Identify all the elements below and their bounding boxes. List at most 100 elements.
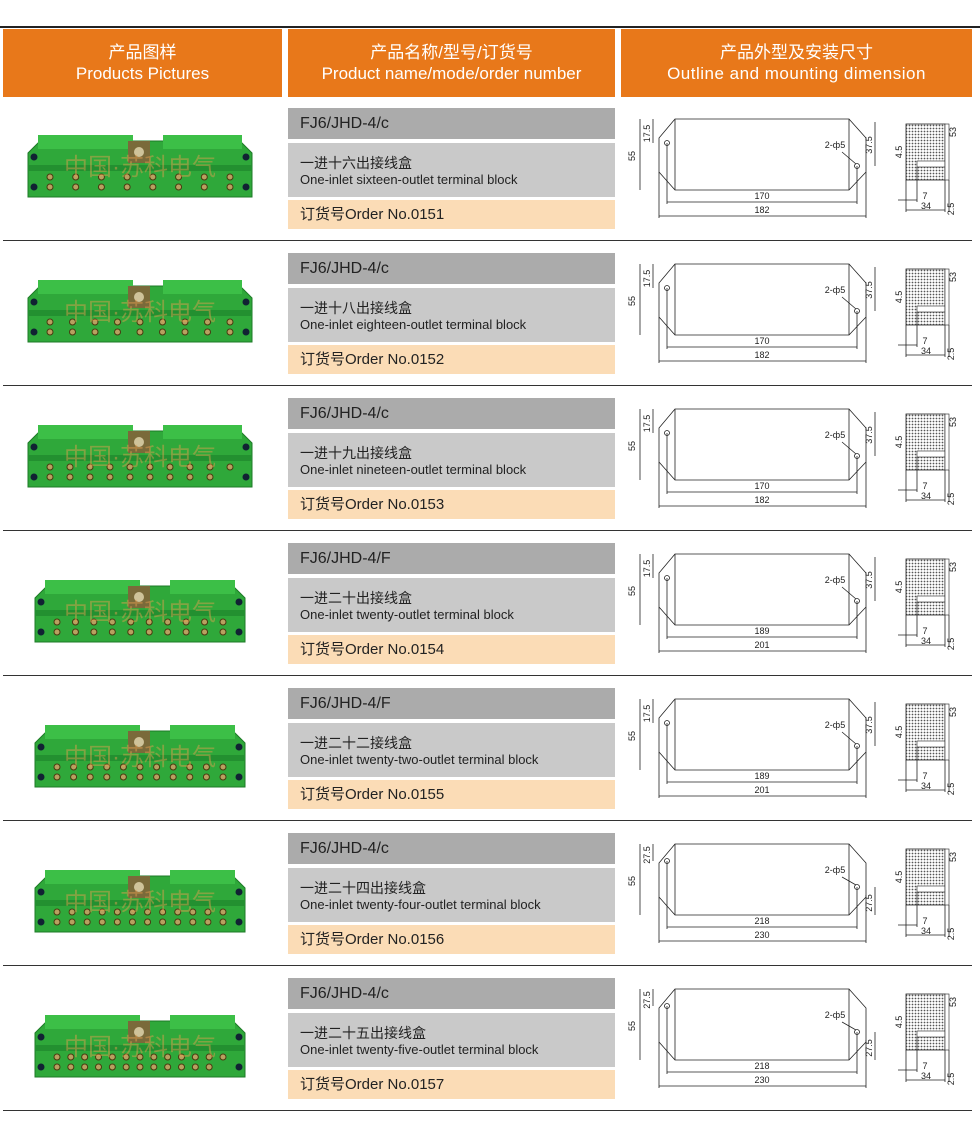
terminal-screw [66,463,74,471]
terminal-screw [46,473,54,481]
dim-outer-label: 230 [754,930,769,940]
product-row: 中国·苏科电气 FJ6/JHD-4/c 一进十九出接线盒 One-inlet n… [0,390,980,535]
terminal-screw [178,1063,185,1071]
dim-hole-label: 2-ф5 [825,140,845,150]
product-order-number: 订货号Order No.0156 [288,925,615,954]
dim-inner-label: 189 [754,626,769,636]
product-row: 中国·苏科电气 FJ6/JHD-4/c 一进十六出接线盒 One-inlet s… [0,100,980,245]
dim-side-a-label: 7 [922,626,927,636]
terminal-screw [83,908,91,916]
dim-side-t-label: 2.5 [946,493,956,506]
dim-inner-label: 218 [754,1061,769,1071]
block-wall-left [45,725,140,739]
outline-front-view [658,988,867,1061]
terminal-screw [181,328,189,336]
dim-side-height-label: 53 [948,852,958,862]
dim-hole-leader [841,586,857,600]
terminal-screw [205,1063,213,1071]
block-bar [35,610,245,616]
dim-side-height-label: 53 [948,417,958,427]
inlet-screw [134,592,144,602]
dim-side-t-label: 2.5 [946,203,956,216]
block-bar [28,310,252,316]
outline-front-view [658,553,867,626]
terminal-block-image: 中国·苏科电气 [34,870,246,933]
dim-outer-label: 201 [754,640,769,650]
terminal-screw [153,773,161,781]
dim-side-w-label: 34 [921,491,931,501]
product-name-cn: 一进二十二接线盒 [300,735,412,751]
terminal-screw [66,473,74,481]
mounting-hole [30,443,38,451]
terminal-screw [126,463,134,471]
side-view-body [905,703,946,761]
terminal-block-image: 中国·苏科电气 [27,280,253,343]
terminal-screw [128,908,136,916]
side-view-body [905,848,946,906]
terminal-screw [169,773,177,781]
terminal-screw [186,773,194,781]
dim-height-label: 55 [627,731,637,741]
terminal-screw [164,1063,172,1071]
dim-hole-label: 2-ф5 [825,1010,845,1020]
side-view-strip [944,413,950,471]
dim-side-w-label: 34 [921,636,931,646]
header-name-cn: 产品名称/型号/订货号 [370,43,533,62]
terminal-block-image: 中国·苏科电气 [34,580,246,643]
product-model: FJ6/JHD-4/F [288,688,615,719]
product-photo: 中国·苏科电气 [10,985,270,1095]
dim-height-label: 55 [627,441,637,451]
terminal-screw [226,173,234,181]
outline-front-view [658,263,867,336]
terminal-screw [103,763,111,771]
terminal-screw [106,473,114,481]
terminal-screw [166,473,174,481]
terminal-screw [204,328,211,336]
block-bar [35,755,245,761]
block-wall-right [163,135,242,149]
terminal-screw [136,763,144,771]
dim-right-hole-label: 37.5 [864,426,874,444]
terminal-screw [69,318,76,326]
row-divider [3,240,972,241]
dim-side-height-label: 53 [948,997,958,1007]
terminal-screw [189,918,197,926]
product-name-cn: 一进十八出接线盒 [300,300,412,316]
row-divider [3,675,972,676]
terminal-screw [149,173,157,181]
dim-right-hole-label: 37.5 [864,716,874,734]
terminal-screw [46,318,54,326]
product-photo: 中国·苏科电气 [10,695,270,805]
dim-side-height-label: 53 [948,272,958,282]
dim-side-a-label: 7 [922,191,927,201]
terminal-screw [103,773,111,781]
terminal-screw [91,318,99,326]
watermark: 中国·苏科电气 [64,1034,216,1061]
dim-side-a-label: 7 [922,916,927,926]
terminal-screw [70,773,78,781]
row-divider [3,530,972,531]
dim-side-w-label: 34 [921,346,931,356]
terminal-screw [219,763,227,771]
side-view-strip [944,703,950,761]
terminal-screw [226,183,234,191]
product-name-en: One-inlet sixteen-outlet terminal block [300,172,518,187]
terminal-screw [219,628,227,636]
terminal-screw [86,463,94,471]
mounting-hole [235,743,243,751]
terminal-screw [81,1053,89,1061]
block-wall-left [45,580,140,594]
terminal-screw [226,318,234,326]
terminal-screw [122,1063,130,1071]
block-wall-left [38,425,133,439]
dim-side-a-label: 7 [922,771,927,781]
dim-side-height-label: 53 [948,127,958,137]
dim-left-hole-label: 17.5 [642,705,652,723]
terminal-screw [159,318,166,326]
terminal-screw [182,618,190,626]
product-model: FJ6/JHD-4/c [288,833,615,864]
terminal-screw [67,1053,75,1061]
terminal-screw [200,173,208,181]
top-rule [0,26,980,28]
